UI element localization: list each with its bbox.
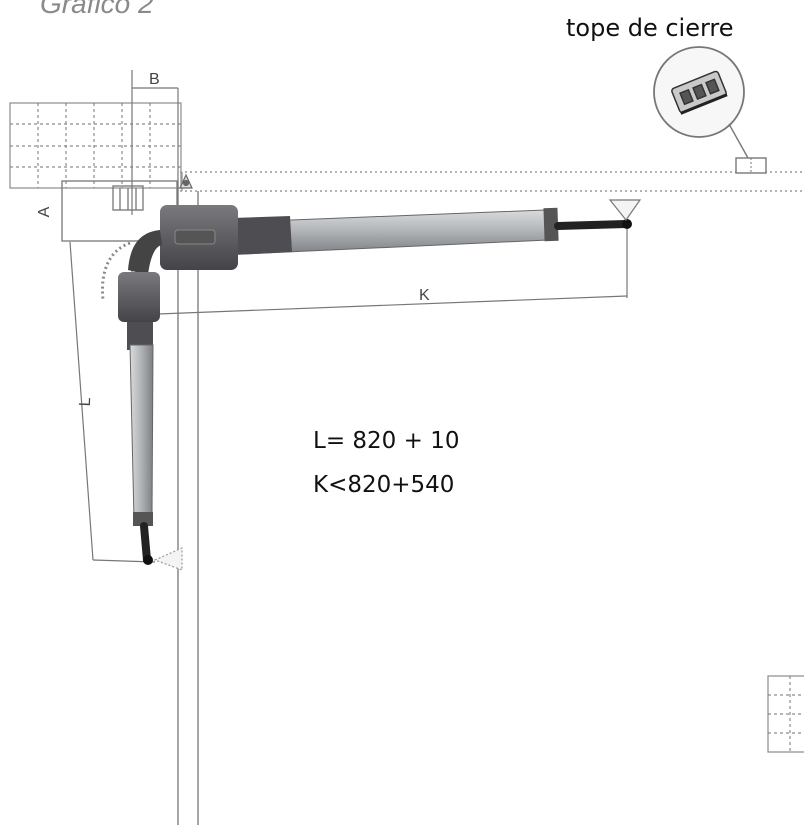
closing-stop-callout — [653, 46, 767, 174]
dimension-b — [131, 70, 179, 215]
closing-stop-label: tope de cierre — [566, 14, 734, 42]
gate-leaf-dotted — [180, 171, 804, 192]
hinge-icon — [179, 173, 193, 189]
dimension-l-label: L — [77, 397, 94, 407]
dimension-b-label: B — [149, 71, 160, 88]
operator-arm-horizontal — [128, 199, 642, 275]
formula-l: L= 820 + 10 — [313, 428, 460, 454]
pillar-grid-right — [767, 675, 804, 753]
formula-k: K<820+540 — [313, 472, 455, 498]
dimension-a-label: A — [36, 206, 53, 217]
figure-title: Grafico 2 — [40, 0, 154, 19]
dimension-k-label: K — [419, 287, 430, 304]
pillar-grid — [9, 102, 182, 189]
operator-arm-vertical — [118, 272, 183, 571]
post-lines — [177, 181, 199, 825]
swing-arc — [100, 241, 131, 301]
